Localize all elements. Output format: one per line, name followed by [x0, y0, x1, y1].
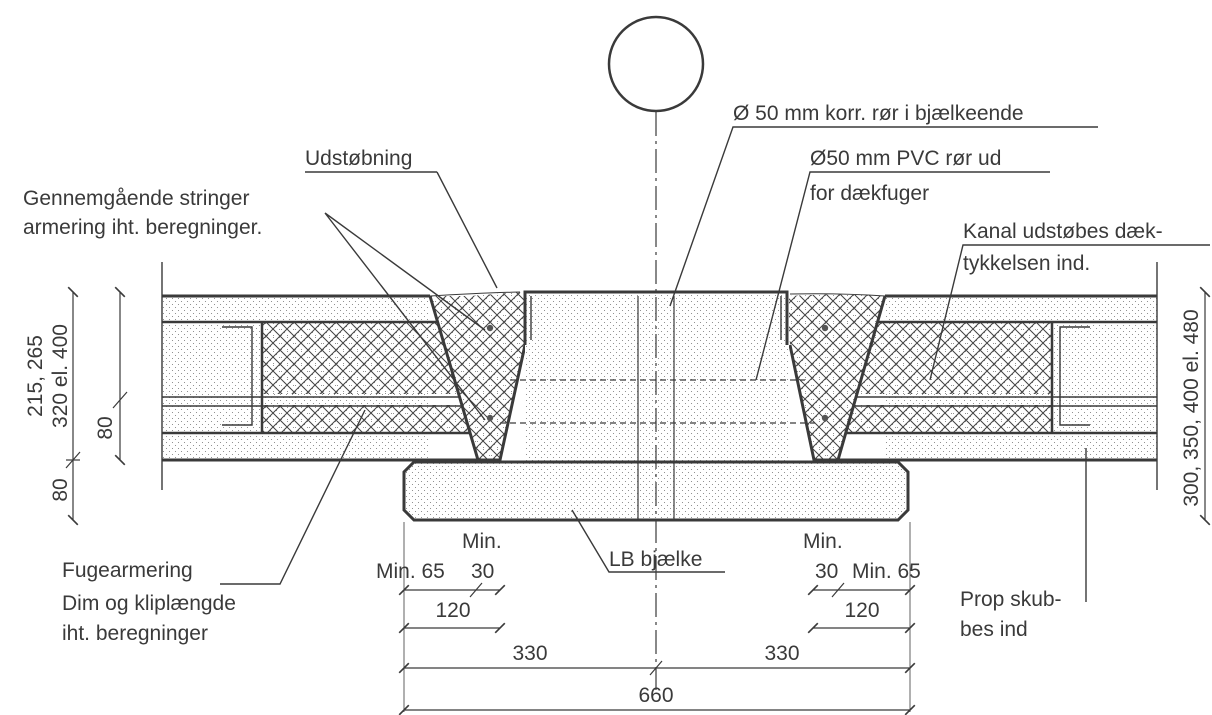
dim-left-bottom: 80: [49, 478, 72, 501]
dim-right-height: 300, 350, 400 el. 480: [1180, 309, 1203, 506]
callout-pipe-end: Ø 50 mm korr. rør i bjælkeende: [733, 102, 1024, 125]
dim-min-right: Min.: [803, 530, 843, 553]
dim-120-left: 120: [435, 599, 470, 622]
grout-fill: [428, 291, 887, 462]
callout-beam: LB bjælke: [609, 548, 702, 571]
callout-joint-line1: Fugearmering: [62, 559, 193, 582]
callout-grout: Udstøbning: [305, 147, 412, 170]
dim-120-right: 120: [844, 599, 879, 622]
dim-left-inner: 80: [94, 416, 117, 439]
vertical-dimensions: [65, 286, 1211, 526]
callout-stringer-line2: armering iht. beregninger.: [23, 216, 262, 239]
centre-axis: [607, 15, 705, 690]
callout-stringer-line1: Gennemgående stringer: [23, 187, 249, 210]
dim-330-right: 330: [764, 642, 799, 665]
dim-330-left: 330: [512, 642, 547, 665]
callout-pvc-line1: Ø50 mm PVC rør ud: [810, 147, 1001, 170]
callout-plug-line1: Prop skub-: [960, 588, 1062, 611]
dim-left-height: 215, 265: [24, 335, 47, 417]
callout-pvc-line2: for dækfuger: [810, 182, 929, 205]
leader-lines: [220, 126, 1210, 602]
dim-left-height-2: 320 el. 400: [49, 324, 72, 428]
dim-30-left: 30: [471, 560, 494, 583]
dim-30-right: 30: [815, 560, 838, 583]
callout-channel-line1: Kanal udstøbes dæk-: [963, 220, 1163, 243]
dim-660: 660: [638, 684, 673, 707]
callout-plug-line2: bes ind: [960, 618, 1028, 641]
callout-joint-line3: iht. beregninger: [62, 622, 208, 645]
dim-min65-left: Min. 65: [376, 560, 445, 583]
dim-min65-right: Min. 65: [852, 560, 921, 583]
horizontal-dimensions: [398, 522, 916, 715]
dim-min-left: Min.: [462, 530, 502, 553]
right-deck: [836, 262, 1158, 490]
callout-joint-line2: Dim og kliplængde: [62, 592, 236, 615]
callout-channel-line2: tykkelsen ind.: [963, 252, 1090, 275]
